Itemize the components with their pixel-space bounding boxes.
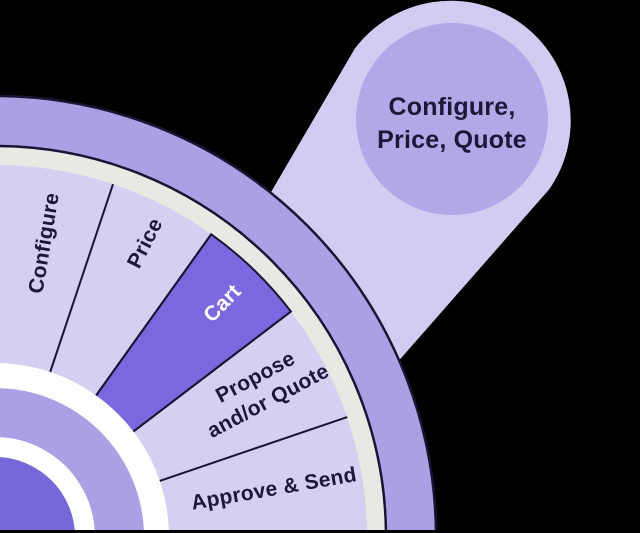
bottom-crop-bar [0, 530, 640, 533]
callout-bubble [356, 23, 548, 215]
hub-core [0, 457, 75, 533]
segment-dividers [49, 183, 348, 482]
divider-propose-approve [159, 416, 348, 482]
divider-cart-propose [132, 310, 292, 433]
divider-configure-price [49, 183, 114, 373]
callout-bubble-label-line1: Configure, [389, 93, 516, 121]
divider-price-cart [95, 233, 213, 396]
wheel: Configure Price Cart Propose and/or Quot… [0, 94, 438, 533]
callout-bubble-label-line2: Price, Quote [377, 126, 527, 154]
